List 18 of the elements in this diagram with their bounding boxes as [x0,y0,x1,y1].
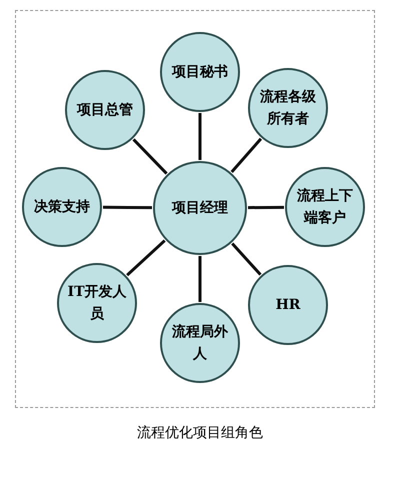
connector-line [231,242,262,276]
role-label: 项目秘书 [170,63,229,82]
role-label: 流程上下端客户 [296,186,354,228]
role-label: 决策支持 [33,198,91,217]
connector-line [126,239,166,276]
connector-line [248,206,284,210]
role-label: 流程各级所有者 [259,88,317,129]
connector-line [102,206,152,210]
connector-line [230,138,262,173]
connector-line [198,256,202,302]
connector-line [132,138,168,175]
role-label: 项目总管 [76,101,134,120]
caption: 流程优化项目组角色 [136,424,264,443]
role-label: HR [274,296,302,315]
role-label: 项目经理 [170,199,229,218]
connector-line [198,113,202,160]
role-label: IT开发人员 [67,283,127,324]
role-label: 流程局外人 [171,322,229,364]
